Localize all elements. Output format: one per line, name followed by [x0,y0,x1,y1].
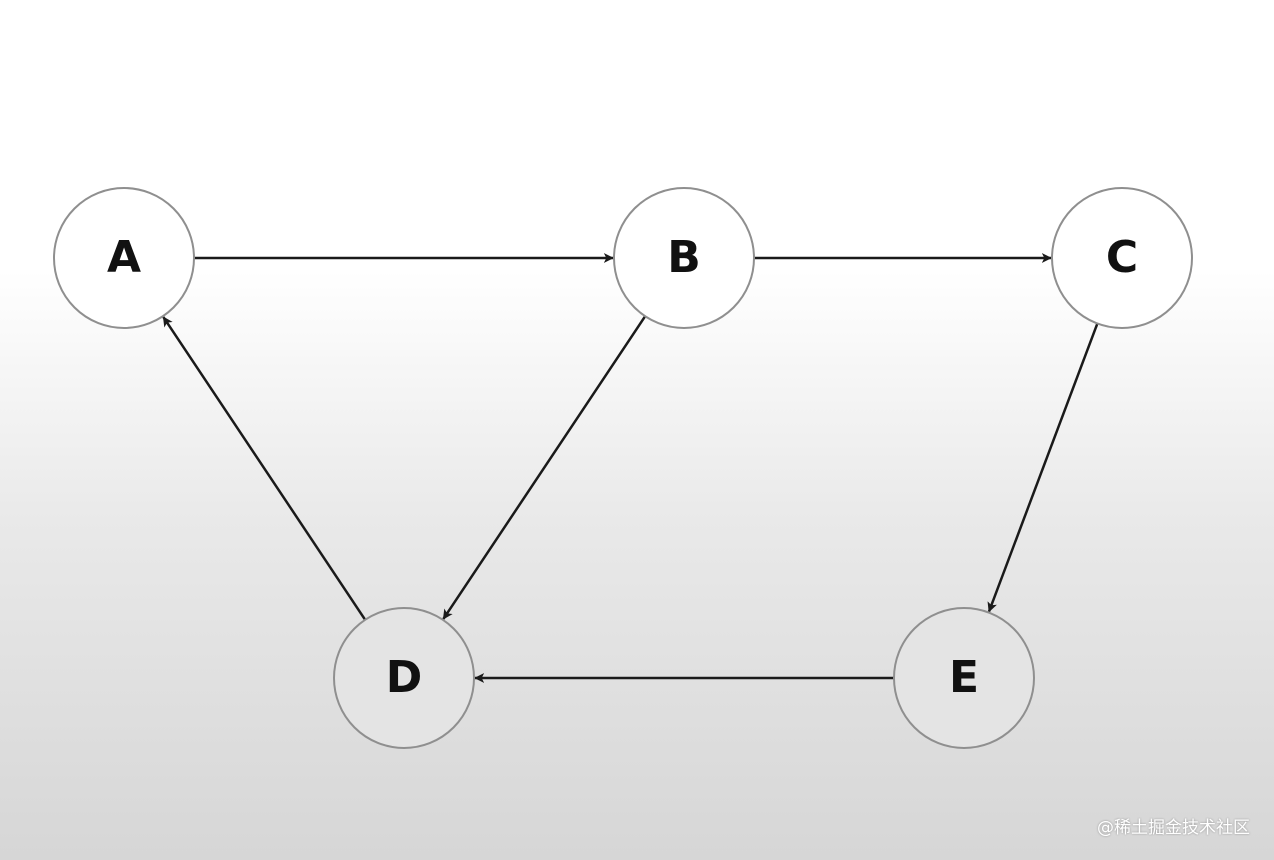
node-label: B [667,232,701,283]
node-label: A [107,232,141,283]
node-circle [333,607,475,749]
edge-b-to-d [442,315,647,620]
edge-c-to-e [987,323,1099,613]
edges-layer [162,253,1099,683]
node-circle [53,187,195,329]
node-circle [893,607,1035,749]
node-e: E [893,607,1035,749]
node-label: D [386,652,423,703]
node-label: C [1106,232,1138,283]
node-circle [1051,187,1193,329]
watermark-text: @稀土掘金技术社区 [1097,818,1250,838]
edge-d-to-a [162,316,367,621]
node-c: C [1051,187,1193,329]
nodes-layer: A B C D E [53,187,1193,749]
node-b: B [613,187,755,329]
node-a: A [53,187,195,329]
node-circle [613,187,755,329]
node-label: E [949,652,979,703]
node-d: D [333,607,475,749]
